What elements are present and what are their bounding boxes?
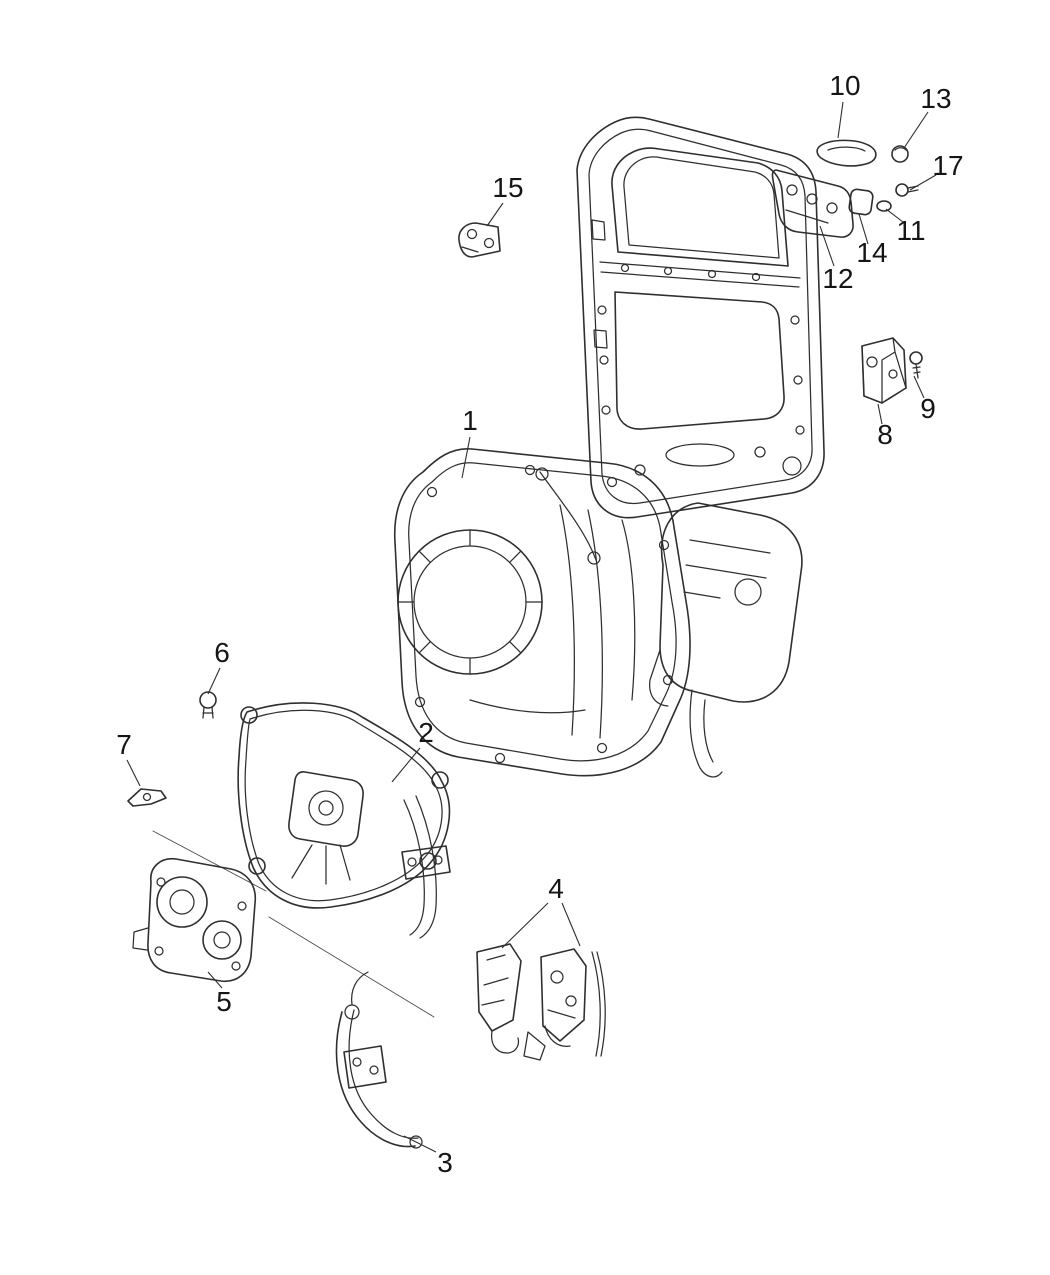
callout-9: 9	[913, 375, 936, 424]
lock-grommet	[876, 200, 892, 212]
callout-12: 12	[819, 225, 854, 294]
callout-label-1: 1	[462, 405, 478, 436]
screw-17	[895, 183, 919, 197]
callout-label-15: 15	[492, 172, 523, 203]
callout-5: 5	[207, 971, 232, 1017]
callout-8: 8	[877, 403, 893, 450]
screw-9	[909, 351, 923, 379]
callout-2: 2	[391, 717, 434, 783]
rear-carrier-panel	[649, 502, 803, 778]
bracket-15	[458, 222, 501, 258]
clip-6	[199, 691, 217, 719]
alignment-line	[268, 916, 435, 1018]
lower-rail	[335, 971, 423, 1149]
callout-11: 11	[885, 208, 926, 246]
alignment-line	[152, 830, 267, 892]
outside-handle	[816, 139, 877, 167]
handle-cap	[891, 145, 909, 163]
callout-17: 17	[909, 150, 964, 191]
regulator-motor	[132, 857, 257, 982]
callout-3: 3	[403, 1135, 453, 1178]
callout-15: 15	[486, 172, 524, 227]
callout-13: 13	[903, 83, 952, 149]
callout-1: 1	[461, 405, 478, 479]
bracket-7	[127, 788, 167, 807]
door-shell	[576, 116, 825, 519]
handle-bezel	[848, 188, 874, 216]
callout-label-13: 13	[920, 83, 951, 114]
callout-label-9: 9	[920, 393, 936, 424]
callout-label-11: 11	[896, 215, 925, 246]
callout-label-3: 3	[437, 1147, 453, 1178]
callout-4: 4	[501, 873, 581, 949]
callout-label-17: 17	[932, 150, 963, 181]
callout-label-6: 6	[214, 637, 230, 668]
callout-label-8: 8	[877, 419, 893, 450]
window-regulator	[237, 702, 451, 939]
callout-label-2: 2	[418, 717, 434, 748]
callout-label-4: 4	[548, 873, 564, 904]
door-module-panel	[393, 448, 691, 777]
handle-carrier	[771, 169, 854, 238]
callout-14: 14	[856, 213, 888, 268]
door-latch	[861, 337, 907, 404]
callout-6: 6	[207, 637, 230, 695]
callout-label-14: 14	[856, 237, 887, 268]
latch-hardware	[476, 943, 606, 1061]
callout-label-7: 7	[116, 729, 132, 760]
callouts: 1 2 3 4 5 6 7 8	[116, 70, 963, 1178]
callout-label-5: 5	[216, 986, 232, 1017]
callout-10: 10	[829, 70, 861, 139]
callout-label-10: 10	[829, 70, 860, 101]
callout-label-12: 12	[822, 263, 853, 294]
callout-7: 7	[116, 729, 141, 787]
